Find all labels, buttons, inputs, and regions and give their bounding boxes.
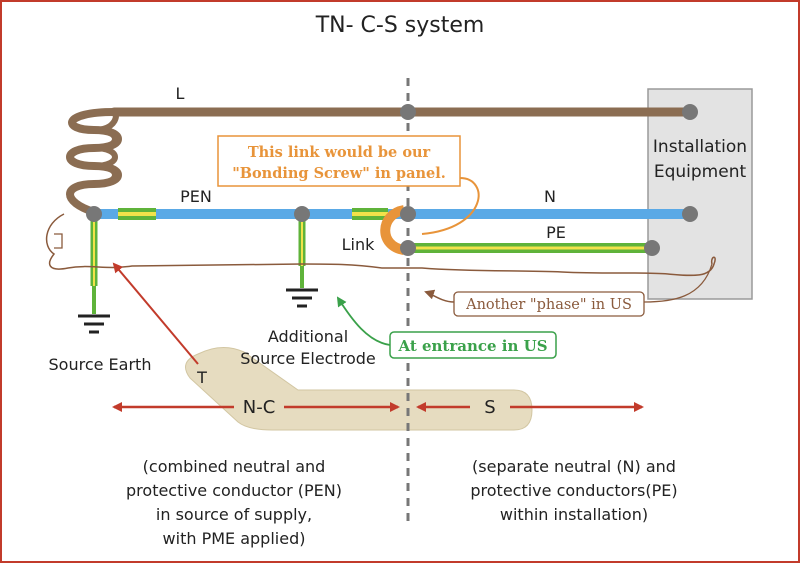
nc-label: N-C: [243, 397, 276, 418]
caption-left-line: (combined neutral and: [143, 457, 326, 476]
caption-left-line: with PME applied): [163, 529, 306, 548]
source-earth-icon: [78, 314, 110, 334]
s-label: S: [484, 397, 495, 418]
bonding-note-line2: "Bonding Screw" in panel.: [232, 165, 446, 182]
additional-electrode-icon: [286, 288, 318, 308]
phase-note-arrow: [424, 289, 455, 303]
line-label: L: [176, 84, 185, 103]
t-arrow: [112, 262, 199, 365]
caption-right-line: within installation): [500, 505, 648, 524]
phase-note-box: [453, 291, 645, 317]
bonding-note-pointer: [421, 177, 480, 235]
caption-left-line: protective conductor (PEN): [126, 481, 342, 500]
transformer-coil: [66, 108, 122, 216]
source-earth-label: Source Earth: [49, 355, 152, 374]
caption-left: (combined neutral and protective conduct…: [126, 457, 342, 548]
bonding-note-line1: This link would be our: [248, 144, 431, 161]
caption-right-line: protective conductors(PE): [470, 481, 677, 500]
pe-label: PE: [546, 223, 566, 242]
installation-label-line2: Equipment: [654, 162, 747, 182]
neutral-label: N: [544, 187, 556, 206]
additional-electrode-line1: Additional: [268, 327, 348, 346]
link-label: Link: [342, 235, 376, 254]
t-marker: T: [196, 368, 207, 387]
installation-equipment-box: [647, 88, 753, 300]
caption-right: (separate neutral (N) and protective con…: [470, 457, 677, 524]
phase-sketch-wire: [45, 213, 716, 277]
entrance-note-arrow: [336, 296, 391, 346]
entrance-note-text: At entrance in US: [397, 337, 547, 355]
caption-left-line: in source of supply,: [156, 505, 312, 524]
pen-sleeve-1-stripe: [118, 212, 156, 216]
additional-electrode-line2: Source Electrode: [240, 349, 376, 368]
phase-note-text: Another "phase" in US: [465, 297, 632, 313]
bonding-link: [380, 205, 406, 255]
pen-sleeve-2-stripe: [352, 212, 388, 216]
diagram-title: TN- C-S system: [315, 13, 485, 38]
caption-right-line: (separate neutral (N) and: [472, 457, 676, 476]
bonding-note-box: [217, 135, 461, 187]
installation-label-line1: Installation: [653, 137, 747, 157]
tan-band: [185, 347, 533, 431]
pen-label: PEN: [180, 187, 212, 206]
phase-sketch-stub: [54, 233, 63, 249]
phase-note-link: [643, 263, 713, 303]
